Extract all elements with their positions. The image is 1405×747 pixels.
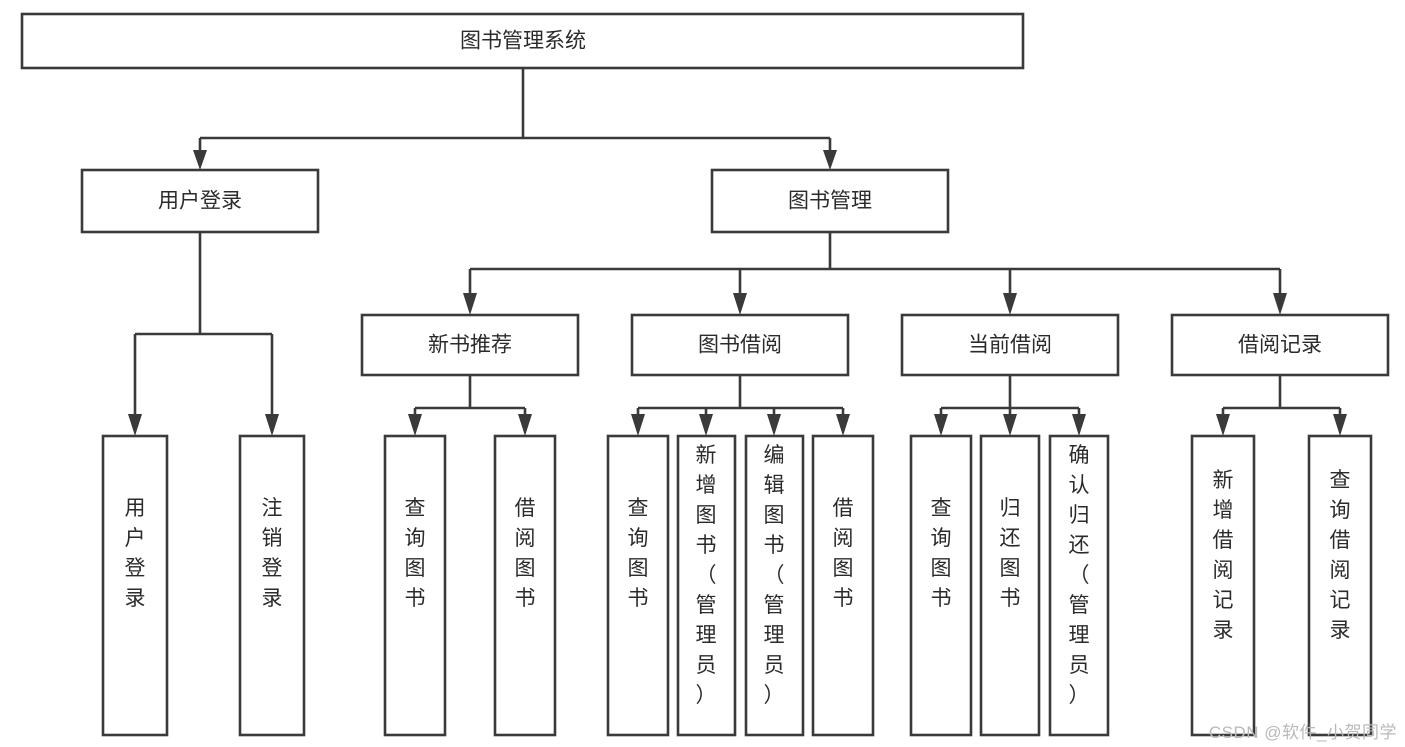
leaf-label: 编辑图书（管理员） xyxy=(764,444,785,707)
arrow-head-bb-leaf1 xyxy=(631,414,645,436)
leaf-label: 查询图书 xyxy=(931,497,952,610)
arrow-head-br-leaf2 xyxy=(1333,414,1347,436)
leaf-label: 新增借阅记录 xyxy=(1213,469,1234,642)
node-book-borrow-label: 图书借阅 xyxy=(698,334,782,357)
node-root-label: 图书管理系统 xyxy=(460,30,586,53)
arrow-head-user-login xyxy=(193,150,207,170)
node-borrow-record[interactable]: 借阅记录 xyxy=(1170,313,1390,377)
arrow-head-current-borrow xyxy=(1003,293,1017,315)
leaf-label: 查询图书 xyxy=(628,497,649,610)
arrow-head-cb-leaf1 xyxy=(934,414,948,436)
leaf-node[interactable]: 归还图书 xyxy=(979,434,1041,737)
node-current-borrow[interactable]: 当前借阅 xyxy=(900,313,1120,377)
leaf-node[interactable]: 新增图书（管理员） xyxy=(676,434,737,737)
arrow-head-cb-leaf3 xyxy=(1072,414,1086,436)
node-user-login-label: 用户登录 xyxy=(158,190,242,213)
leaf-node[interactable]: 新增借阅记录 xyxy=(1190,434,1256,737)
leaf-label: 借阅图书 xyxy=(515,497,536,610)
leaf-label: 确认归还（管理员） xyxy=(1069,444,1090,707)
leaf-node[interactable]: 查询图书 xyxy=(909,434,973,737)
leaf-node[interactable]: 用户登录 xyxy=(101,434,169,737)
node-new-book-recommend[interactable]: 新书推荐 xyxy=(360,313,580,377)
node-root[interactable]: 图书管理系统 xyxy=(20,12,1025,70)
node-book-management[interactable]: 图书管理 xyxy=(710,168,950,234)
arrow-head-leaf-logout xyxy=(265,414,279,436)
arrow-head-bb-leaf3 xyxy=(767,414,781,436)
leaf-label: 查询图书 xyxy=(405,497,426,610)
node-book-management-label: 图书管理 xyxy=(788,190,872,213)
leaf-node[interactable]: 编辑图书（管理员） xyxy=(744,434,805,737)
arrow-head-book-borrow xyxy=(733,293,747,315)
arrow-head-bb-leaf2 xyxy=(699,414,713,436)
leaf-label: 用户登录 xyxy=(125,497,146,610)
leaf-node[interactable]: 借阅图书 xyxy=(811,434,875,737)
node-borrow-record-label: 借阅记录 xyxy=(1238,334,1322,357)
leaf-node[interactable]: 查询图书 xyxy=(383,434,447,737)
node-book-borrow[interactable]: 图书借阅 xyxy=(630,313,850,377)
leaf-node[interactable]: 注销登录 xyxy=(238,434,306,737)
leaf-node[interactable]: 查询借阅记录 xyxy=(1307,434,1373,737)
arrow-head-nbr-leaf2 xyxy=(518,414,532,436)
leaf-label: 归还图书 xyxy=(1000,497,1021,610)
leaf-node[interactable]: 查询图书 xyxy=(606,434,670,737)
arrow-head-bb-leaf4 xyxy=(836,414,850,436)
leaf-node[interactable]: 借阅图书 xyxy=(493,434,557,737)
arrow-head-br-leaf1 xyxy=(1216,414,1230,436)
arrow-head-cb-leaf2 xyxy=(1003,414,1017,436)
leaf-node[interactable]: 确认归还（管理员） xyxy=(1048,434,1110,737)
connector-layer xyxy=(128,68,1347,436)
arrow-head-leaf-user-login xyxy=(128,414,142,436)
node-new-book-recommend-label: 新书推荐 xyxy=(428,334,512,357)
node-user-login[interactable]: 用户登录 xyxy=(80,168,320,234)
leaf-label: 注销登录 xyxy=(262,497,283,610)
arrow-head-book-mgmt xyxy=(823,150,837,170)
node-current-borrow-label: 当前借阅 xyxy=(968,334,1052,357)
arrow-head-nbr-leaf1 xyxy=(408,414,422,436)
leaf-label: 新增图书（管理员） xyxy=(696,444,717,707)
leaf-label: 查询借阅记录 xyxy=(1330,469,1351,642)
leaf-label: 借阅图书 xyxy=(833,497,854,610)
arrow-head-new-book-rec xyxy=(463,293,477,315)
arrow-head-borrow-record xyxy=(1273,293,1287,315)
